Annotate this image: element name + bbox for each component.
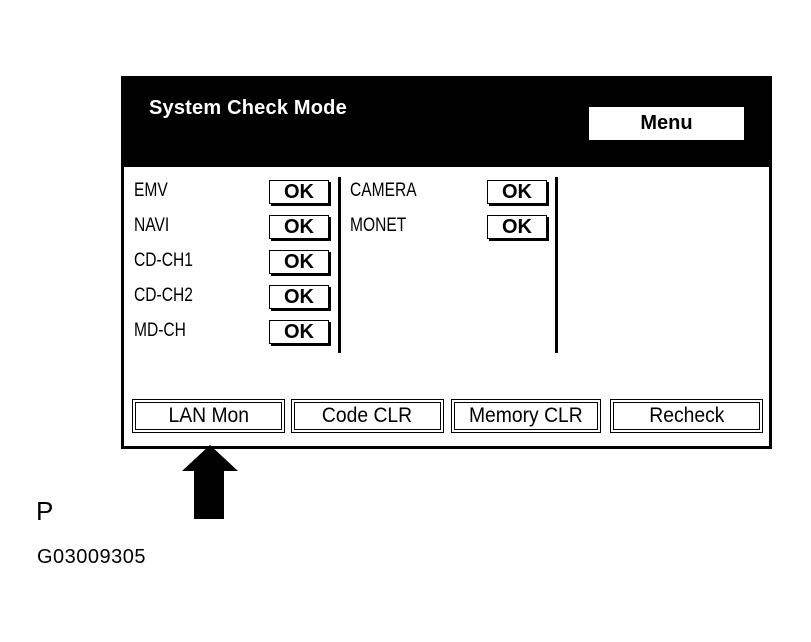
check-label-cd-ch2: CD-CH2 (134, 285, 193, 306)
lan-mon-label: LAN Mon (168, 404, 249, 427)
check-label-cd-ch1: CD-CH1 (134, 250, 193, 271)
check-status-monet: OK (487, 215, 547, 239)
check-status-cd-ch1: OK (269, 250, 329, 274)
check-status-cd-ch2: OK (269, 285, 329, 309)
screen-title: System Check Mode (149, 97, 347, 119)
recheck-label: Recheck (648, 404, 725, 427)
check-label-md-ch: MD-CH (134, 320, 186, 341)
check-status-navi: OK (269, 215, 329, 239)
memory-clr-button[interactable]: Memory CLR (451, 399, 601, 433)
column-divider (555, 177, 558, 353)
memory-clr-label: Memory CLR (469, 404, 583, 427)
figure-id: G03009305 (37, 546, 147, 568)
menu-button[interactable]: Menu (589, 107, 744, 140)
check-status-emv: OK (269, 180, 329, 204)
annotation-label: P (36, 496, 54, 526)
system-check-screen: System Check Mode Menu EMV OK NAVI OK CD… (121, 76, 772, 449)
column-divider (338, 177, 341, 353)
check-status-md-ch: OK (269, 320, 329, 344)
check-status-camera: OK (487, 180, 547, 204)
check-label-navi: NAVI (134, 215, 170, 236)
check-label-monet: MONET (350, 215, 407, 236)
code-clr-label: Code CLR (322, 404, 413, 427)
code-clr-button[interactable]: Code CLR (291, 399, 444, 433)
check-label-camera: CAMERA (350, 180, 417, 201)
lan-mon-button[interactable]: LAN Mon (132, 399, 285, 433)
title-bar: System Check Mode Menu (124, 79, 769, 167)
recheck-button[interactable]: Recheck (610, 399, 763, 433)
check-label-emv: EMV (134, 180, 168, 201)
up-arrow-icon (182, 445, 238, 519)
